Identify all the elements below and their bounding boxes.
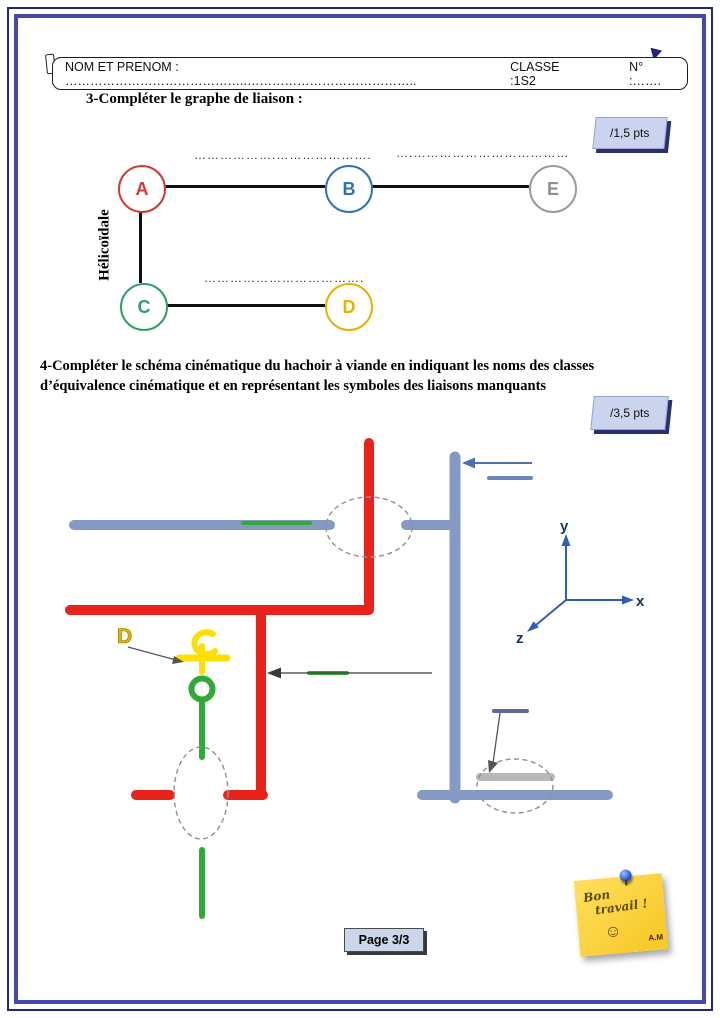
arrow-to-blue-column-icon — [462, 457, 475, 469]
crank-red-part — [65, 438, 374, 800]
class-label: CLASSE :1S2 — [510, 59, 560, 88]
coordinate-axes: y x z — [516, 518, 645, 647]
graph-node-e: E — [529, 165, 577, 213]
arrow-to-red-rod-icon — [267, 667, 281, 679]
name-label: NOM ET PRENOM : ……………………………………..……………………… — [65, 59, 417, 88]
leader-arrows — [127, 457, 533, 773]
blank-liaison-b-e: ….……………………………… — [396, 146, 570, 160]
node-d-label: D — [342, 296, 356, 317]
graph-node-c: C — [120, 283, 168, 331]
points-badge-section3: /1,5 pts — [592, 117, 668, 149]
note-initials: A.M — [648, 932, 664, 943]
section4-title: 4-Compléter le schéma cinématique du hac… — [40, 356, 695, 397]
liaison-label-helicoidale: Hélicoïdale — [96, 209, 113, 281]
link-green-part — [188, 521, 349, 919]
axis-y-label: y — [560, 518, 569, 535]
graph-node-a: A — [118, 165, 166, 213]
node-e-label: E — [546, 178, 559, 199]
node-a-label: A — [135, 178, 149, 199]
missing-joint-ellipses — [173, 496, 554, 840]
points-value: /1,5 pts — [610, 126, 650, 140]
axis-z-label: z — [516, 630, 524, 647]
axis-z-arrow-icon — [527, 621, 539, 632]
edge-b-e — [369, 185, 529, 188]
section4-title-line1: 4-Compléter le schéma cinématique du hac… — [40, 358, 595, 374]
arrow-from-d-label-icon — [172, 656, 184, 664]
arrow-to-gray-slider-icon — [488, 760, 498, 773]
graph-node-d: D — [325, 283, 373, 331]
axis-x-arrow-icon — [622, 595, 634, 605]
diagram-label-d: D — [117, 625, 132, 648]
sticky-note: Bon travail ! ☺ A.M — [573, 868, 669, 957]
node-c-label: C — [137, 296, 151, 317]
section3-title: 3-Compléter le graphe de liaison : — [86, 91, 303, 107]
page-number-badge: Page 3/3 — [344, 928, 424, 952]
axis-x-label: x — [636, 593, 645, 610]
node-b-label: B — [342, 178, 356, 199]
frame-blue-part — [69, 451, 613, 804]
student-info-header: NOM ET PRENOM : ……………………………………..……………………… — [52, 57, 688, 90]
edge-a-b — [162, 185, 325, 188]
screw-yellow-part — [175, 629, 231, 675]
points-badge-section4: /3,5 pts — [590, 396, 669, 430]
axis-y-arrow-icon — [561, 534, 571, 546]
blank-liaison-c-d: ………………………………. — [204, 271, 365, 285]
section4-title-line2: d’équivalence cinématique et en représen… — [40, 378, 547, 395]
points-value: /3,5 pts — [609, 406, 650, 420]
number-label: N° :……. — [629, 59, 662, 88]
smiley-icon: ☺ — [603, 921, 623, 942]
blank-liaison-a-b: ……………….…………………. — [194, 148, 372, 162]
graph-node-b: B — [325, 165, 373, 213]
edge-a-c — [139, 209, 142, 283]
edge-c-d — [164, 304, 325, 307]
kinematic-diagram: D y x z — [65, 438, 645, 919]
